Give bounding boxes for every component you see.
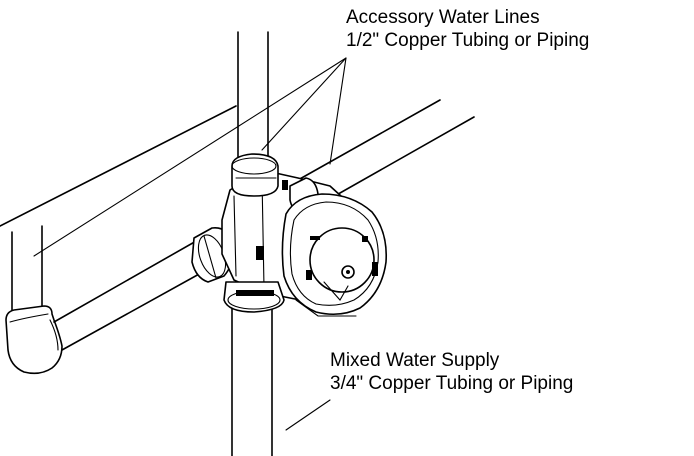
accessory-line-left xyxy=(0,105,237,227)
mixed-leader-line xyxy=(285,399,331,431)
valve-dial xyxy=(281,193,388,317)
accessory-leader-lines xyxy=(33,57,347,257)
top-outlet-nut xyxy=(231,153,279,197)
accessory-water-lines-label: Accessory Water Lines 1/2" Copper Tubing… xyxy=(346,6,589,52)
mixed-label-line2: 3/4" Copper Tubing or Piping xyxy=(330,373,574,394)
elbow-fitting xyxy=(5,305,63,375)
left-riser-pipe xyxy=(11,225,43,323)
accessory-line-vertical xyxy=(237,31,269,161)
bottom-outlet-nut xyxy=(223,281,285,313)
accessory-label-line2: 1/2" Copper Tubing or Piping xyxy=(346,30,590,51)
mixed-label-line1: Mixed Water Supply xyxy=(330,350,500,371)
mixed-water-pipe xyxy=(231,299,273,456)
accessory-label-line1: Accessory Water Lines xyxy=(346,7,540,28)
mixed-water-supply-label: Mixed Water Supply 3/4" Copper Tubing or… xyxy=(330,349,573,395)
feed-pipe xyxy=(53,239,211,351)
